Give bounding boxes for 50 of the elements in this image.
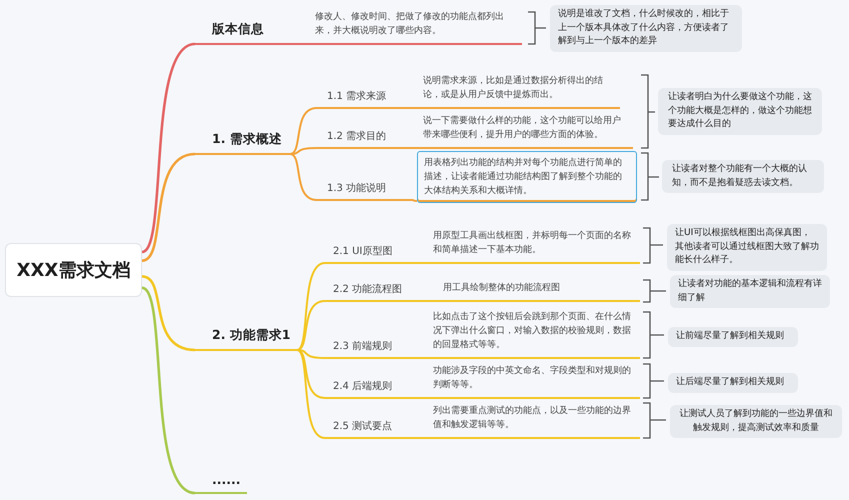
description-text: 用原型工具画出线框图，并标明每一个页面的名称和简单描述一下基本功能。 <box>425 226 640 264</box>
summary-box: 说明是谁改了文档，什么时候改的，相比于上一个版本具体改了什么内容，方便读者了解到与上一个版本的差异 <box>550 5 742 52</box>
branch-line <box>296 349 326 439</box>
subtopic-label: 2.4 后端规则 <box>325 375 415 399</box>
summary-box: 让读者明白为什么要做这个功能，这个功能大概是怎样的，做这个功能想要达成什么目的 <box>658 88 822 135</box>
summary-box: 让读者对整个功能有一个大概的认知，而不是抱着疑惑去读文档。 <box>662 160 824 193</box>
branch-topic-label: 2. 功能需求1 <box>195 323 297 351</box>
description-text: 功能涉及字段的中英文命名、字段类型和对规则的判断等等。 <box>425 365 640 399</box>
subtopic-label: 1.1 需求来源 <box>317 84 412 109</box>
branch-line <box>410 262 425 264</box>
description-text: 修改人、修改时间、把做了修改的功能点都列出来，并大概说明改了哪些内容。 <box>310 9 522 45</box>
branch-line <box>412 107 420 109</box>
subtopic-label: 2.2 功能流程图 <box>325 278 423 302</box>
branch-line <box>412 147 420 149</box>
description-text: 说一下需要做什么样的功能，这个功能可以给用户带来哪些便利，提升用户的哪些方面的体验。 <box>420 112 633 149</box>
central-topic-box: XXX需求文档 <box>5 243 142 297</box>
branch-line <box>423 300 433 302</box>
branch-line <box>141 42 196 254</box>
subtopic-label: 2.3 前端规则 <box>325 335 415 359</box>
branch-line <box>412 199 418 202</box>
branch-line <box>141 286 196 494</box>
summary-box: 让UI可以根据线框图出高保真图，其他读者可以通过线框图大致了解功能长什么样子。 <box>667 224 827 271</box>
branch-line <box>296 349 326 399</box>
branch-line <box>290 153 318 201</box>
branch-line <box>415 357 425 359</box>
branch-line <box>296 262 326 351</box>
description-text: 比如点击了这个按钮后会跳到那个页面、在什么情况下弹出什么窗口，对输入数据的校验规则，数据的回显格式等等。 <box>425 312 640 359</box>
branch-line <box>142 152 196 262</box>
branch-topic-label: 1. 需求概述 <box>195 128 290 155</box>
branch-line <box>142 275 196 352</box>
branch-topic-label: 版本信息 <box>195 19 275 45</box>
branch-line <box>290 107 318 155</box>
description-box: 用表格列出功能的结构并对每个功能点进行简单的描述，让读者能通过功能结构图了解到整个功能的大体结构关系和大概详情。 <box>417 151 637 203</box>
branch-line <box>415 397 425 399</box>
description-text: 说明需求来源，比如是通过数据分析得出的结论，或是从用户反馈中提炼而出。 <box>420 72 620 109</box>
summary-box: 让读者对功能的基本逻辑和流程有详细了解 <box>670 275 830 308</box>
subtopic-label: 2.5 测试要点 <box>325 415 415 439</box>
description-text: 列出需要重点测试的功能点，以及一些功能的边界值和触发逻辑等等。 <box>425 405 640 439</box>
description-text: 用工具绘制整体的功能流程图 <box>433 278 640 302</box>
summary-box: 让后端尽量了解到相关规则 <box>668 373 798 393</box>
subtopic-label: 1.2 需求目的 <box>317 124 412 149</box>
branch-line <box>275 43 310 45</box>
subtopic-label: 2.1 UI原型图 <box>325 240 410 264</box>
summary-box: 让前端尽量了解到相关规则 <box>668 327 798 347</box>
subtopic-label: 1.3 功能说明 <box>317 176 412 201</box>
branch-line <box>296 349 326 359</box>
branch-topic-label: ...... <box>195 468 247 494</box>
branch-line <box>296 300 326 351</box>
branch-line <box>415 437 425 439</box>
summary-box: 让测试人员了解到功能的一些边界值和触发规则，提高测试效率和质量 <box>670 405 842 438</box>
